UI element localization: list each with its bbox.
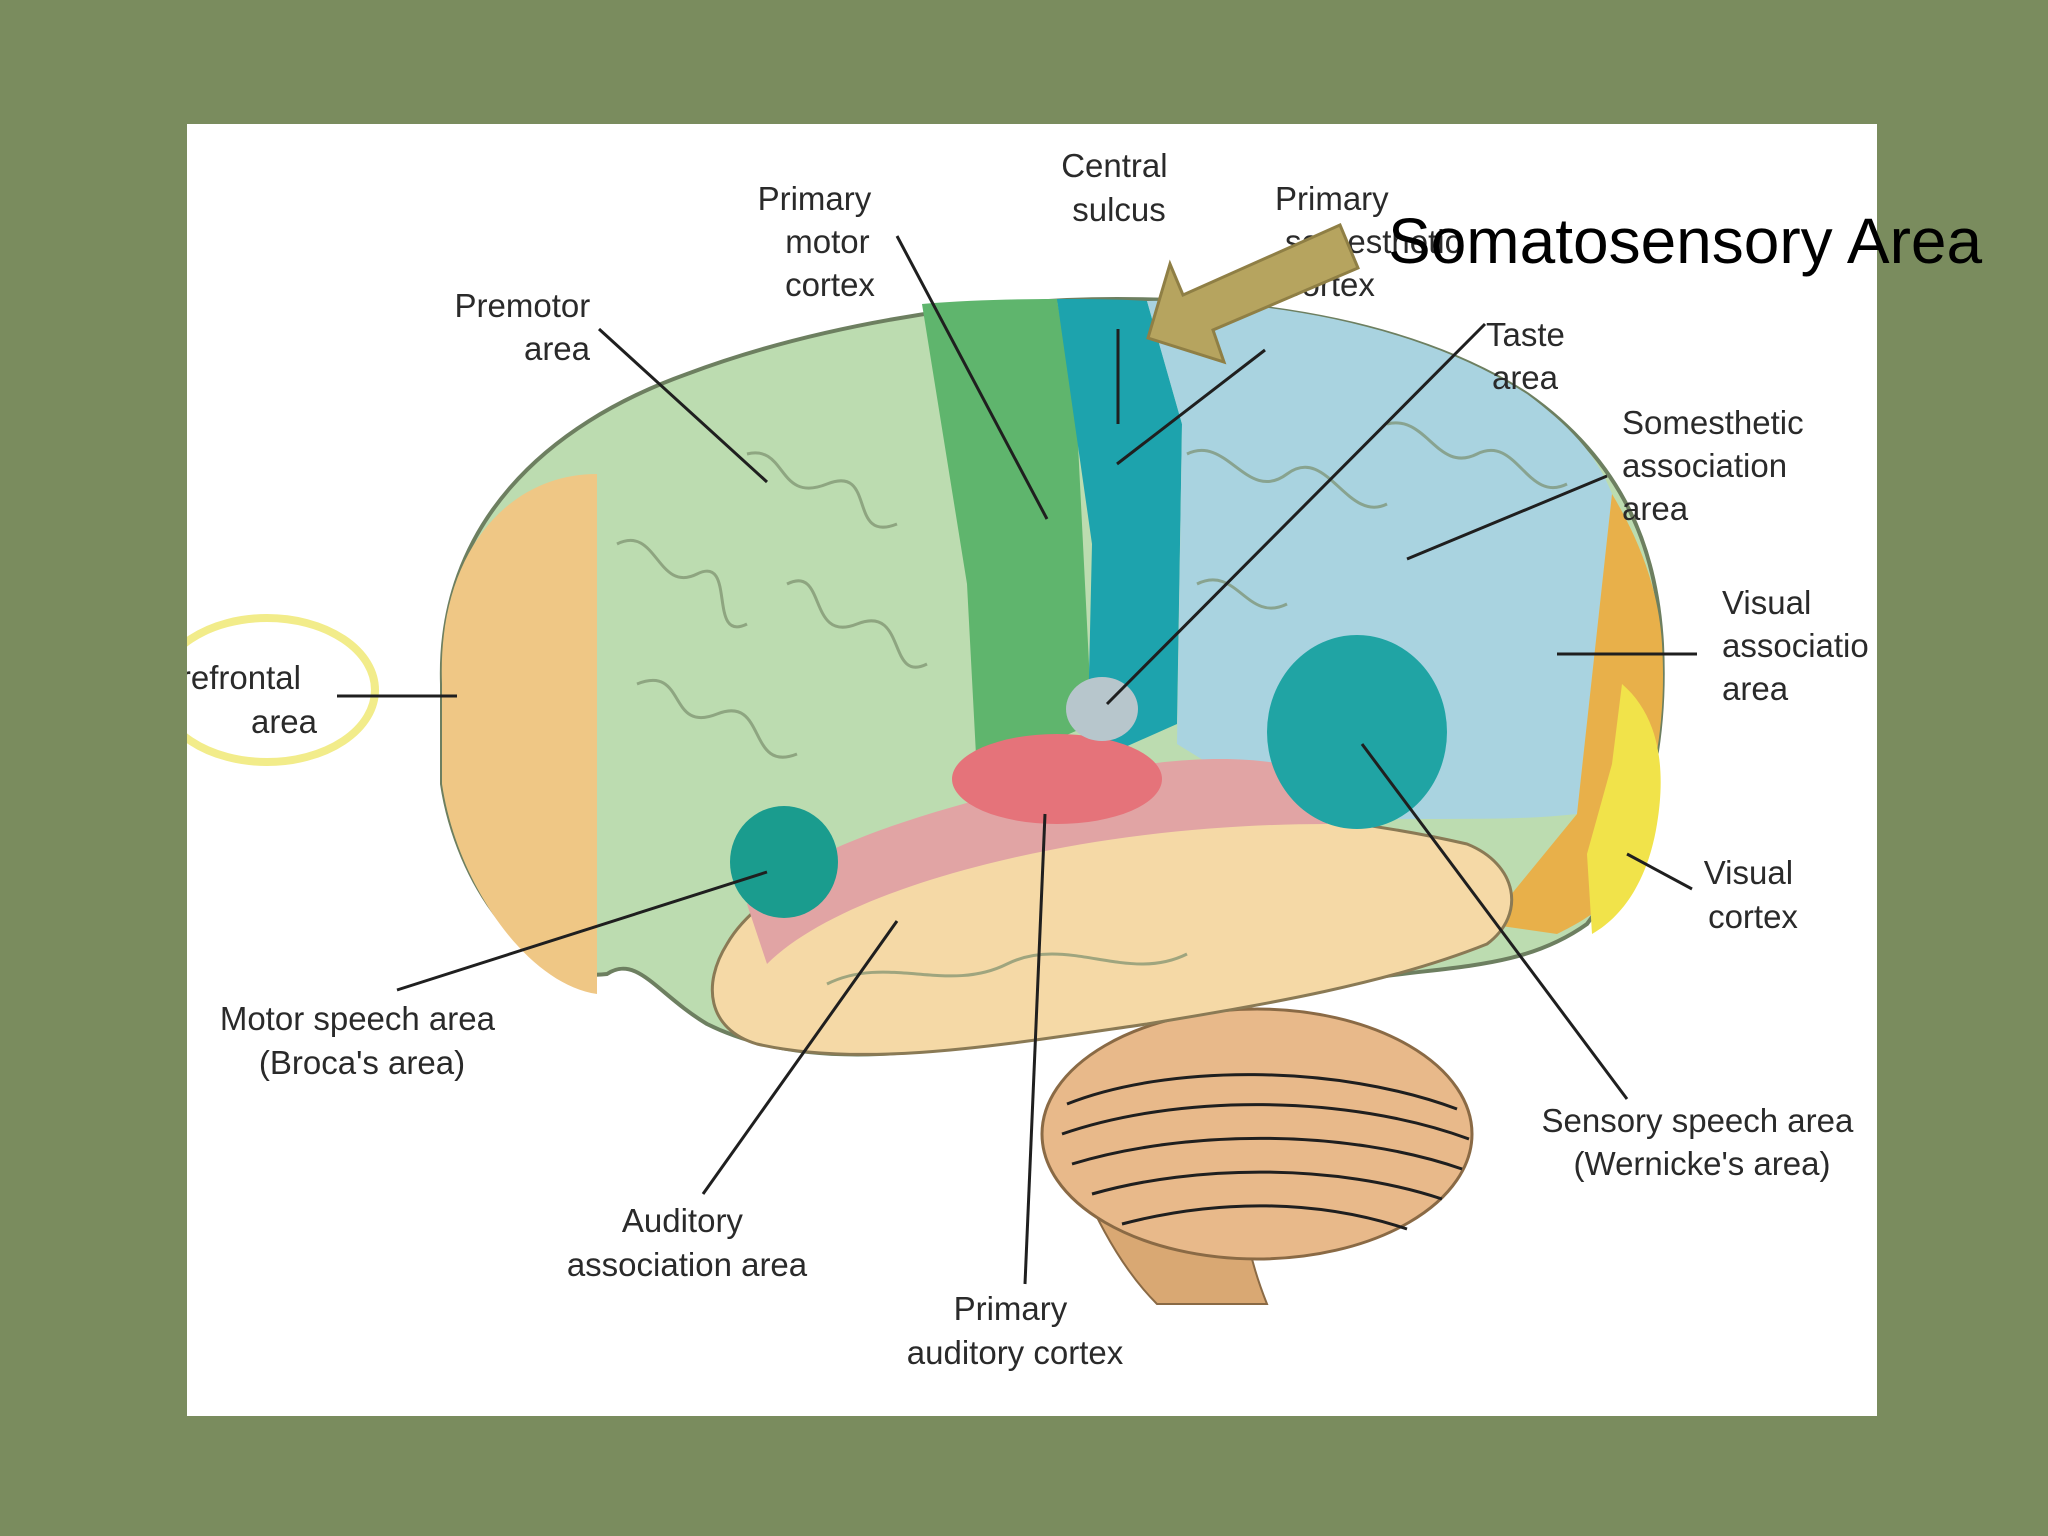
label-visual-cortex: Visual cortex <box>1704 854 1802 935</box>
label-sensory-speech-area: Sensory speech area (Wernicke's area) <box>1541 1102 1862 1182</box>
brain-diagram: Central sulcus Primary motor cortex Prem… <box>187 147 1877 1371</box>
wernicke-region <box>1267 635 1447 829</box>
callout-label: Somatosensory Area <box>1388 205 1983 277</box>
primary-motor-region <box>922 299 1092 774</box>
visual-cortex-region <box>1587 684 1661 934</box>
auditory-association-region <box>747 759 1327 964</box>
somatosensory-region <box>1057 299 1182 764</box>
label-auditory-association-area: Auditory association area <box>567 1202 808 1283</box>
label-premotor-area: Premotor area <box>455 287 600 367</box>
prefrontal-highlight-ring <box>187 614 379 766</box>
label-motor-speech-area: Motor speech area (Broca's area) <box>220 1000 504 1081</box>
gyri <box>616 421 1568 986</box>
label-primary-auditory-cortex: Primary auditory cortex <box>907 1290 1124 1371</box>
primary-auditory-region <box>952 734 1162 824</box>
somesthetic-association-region <box>1147 300 1612 824</box>
label-visual-association-area: Visual associatio area <box>1722 584 1877 707</box>
label-primary-motor-cortex: Primary motor cortex <box>758 180 881 303</box>
label-somesthetic-association-area: Somesthetic association area <box>1622 404 1813 527</box>
cerebellum <box>1040 1007 1474 1261</box>
prefrontal-region <box>441 474 597 994</box>
broca-region <box>730 806 838 918</box>
label-prefrontal-area: refrontal area <box>187 659 318 740</box>
leader-lines <box>337 235 1697 1285</box>
label-taste-area: Taste area <box>1486 316 1574 396</box>
brain-diagram-panel: Central sulcus Primary motor cortex Prem… <box>187 124 1877 1416</box>
label-central-sulcus: Central sulcus <box>1061 147 1177 228</box>
taste-region <box>1066 677 1138 741</box>
